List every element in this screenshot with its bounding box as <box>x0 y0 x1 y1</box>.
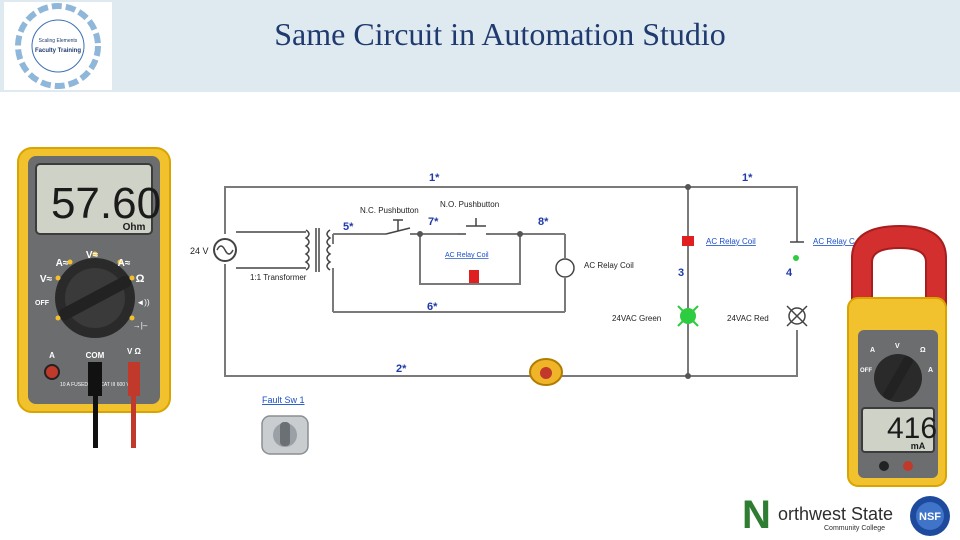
wire-labels: 1* 1* 5* 7* 8* 6* 2* 3 4 <box>343 172 793 375</box>
college-logo-initial: N <box>742 493 771 537</box>
transformer-label: 1:1 Transformer <box>250 273 307 282</box>
probe-red-lead <box>131 396 136 448</box>
dial-label-continuity: ◄)) <box>136 298 150 307</box>
svg-text:Scaling Elements: Scaling Elements <box>39 38 78 44</box>
college-name: orthwest State <box>778 504 893 524</box>
junction-dots <box>417 184 691 379</box>
no-pushbutton-label: N.O. Pushbutton <box>440 200 499 209</box>
clamp-display <box>861 407 935 453</box>
clamp-reading: 416 <box>887 412 937 445</box>
slide-header: Scaling Elements Faculty Training Same C… <box>0 0 960 92</box>
college-sub: Community College <box>824 525 885 532</box>
green-lamp-label: 24VAC Green <box>612 314 661 323</box>
clamp-dial-label-off: OFF <box>860 368 872 374</box>
nsf-logo-text: NSF <box>919 511 941 523</box>
multimeter-display <box>35 163 153 235</box>
nc-pushbutton[interactable] <box>385 219 411 235</box>
no-pushbutton[interactable] <box>458 218 490 235</box>
relay-coil[interactable] <box>555 258 575 278</box>
terminal-note-fuse: 10 A FUSED <box>60 382 88 388</box>
dial-label-ohm: Ω <box>136 273 145 285</box>
clamp-dial-label-a2: A <box>928 367 933 374</box>
dial-label-off: OFF <box>35 300 50 307</box>
wire-label-3: 3 <box>678 267 684 279</box>
circuit-stage: 57.60 Ohm V≈ A≈ A≈ V≈ Ω OFF ◄)) →|– A CO… <box>17 147 950 537</box>
relay-coil-link-red[interactable]: AC Relay C <box>813 237 855 246</box>
wire-label-5: 5* <box>343 221 354 233</box>
terminal-label-com: COM <box>86 351 105 360</box>
red-lamp-label: 24VAC Red <box>727 314 769 323</box>
program-logo: Scaling Elements Faculty Training <box>4 2 112 90</box>
wire-label-8: 8* <box>538 216 549 228</box>
wire-label-2: 2* <box>396 363 407 375</box>
probe-black-plug[interactable] <box>88 362 102 396</box>
clamp-dial-label-a: A <box>870 347 875 354</box>
dial-knob[interactable] <box>57 274 133 322</box>
terminal-a[interactable] <box>44 364 60 380</box>
terminal-label-a: A <box>49 351 55 360</box>
relay-coil-label: AC Relay Coil <box>584 261 634 270</box>
wire-label-1a: 1* <box>429 172 440 184</box>
multimeter-reading: 57.60 <box>51 179 161 228</box>
green-lamp[interactable] <box>677 305 699 327</box>
relay-coil-link-inner[interactable]: AC Relay Coil <box>445 252 489 259</box>
page-title: Same Circuit in Automation Studio <box>274 16 726 52</box>
source-label: 24 V <box>190 246 209 256</box>
probe-red-plug[interactable] <box>128 362 140 396</box>
relay-contact <box>469 270 479 283</box>
nsf-logo: NSF <box>910 496 950 536</box>
dial-label-dcv: V≈ <box>40 274 53 285</box>
relay-coil-link-green[interactable]: AC Relay Coil <box>706 237 756 246</box>
terminal-note-cat: CAT III 600 V <box>100 382 130 388</box>
wire-label-6: 6* <box>427 301 438 313</box>
fault-switch-label[interactable]: Fault Sw 1 <box>262 395 305 405</box>
transformer <box>236 228 332 272</box>
clamp-dial-label-ohm: Ω <box>920 347 926 354</box>
circuit-wiring <box>224 186 798 377</box>
ac-source[interactable] <box>213 238 237 262</box>
clamp-unit: mA <box>911 441 926 451</box>
terminal-label-vohm: V Ω <box>127 347 142 356</box>
clamp-dial-label-v: V <box>895 343 900 350</box>
dial-label-diode: →|– <box>133 321 148 330</box>
dial-label-dca: A≈ <box>118 258 131 269</box>
dial-label-aca: A≈ <box>56 258 69 269</box>
fault-toggle-switch[interactable] <box>261 415 309 455</box>
wire-label-4: 4 <box>786 267 793 279</box>
red-lamp[interactable] <box>786 305 808 327</box>
indicator-dot <box>793 255 799 261</box>
nc-pushbutton-label: N.C. Pushbutton <box>360 206 419 215</box>
relay-contact-green-branch <box>682 236 694 246</box>
clamp-meter: A V Ω OFF A 416 mA <box>847 224 947 487</box>
clamp-terminal-v[interactable] <box>903 461 913 471</box>
multimeter-unit: Ohm <box>123 222 146 233</box>
wire-label-7: 7* <box>428 216 439 228</box>
dial-label-acv: V≈ <box>86 250 99 261</box>
wire-label-1b: 1* <box>742 172 753 184</box>
college-logo: N orthwest State Community College <box>742 493 893 537</box>
svg-text:Faculty Training: Faculty Training <box>35 48 81 54</box>
probe-black-lead <box>93 396 98 448</box>
fault-indicator-icon[interactable] <box>529 358 563 386</box>
clamp-jaw[interactable] <box>851 224 947 307</box>
multimeter: 57.60 Ohm V≈ A≈ A≈ V≈ Ω OFF ◄)) →|– A CO… <box>17 147 171 448</box>
clamp-terminal-com[interactable] <box>879 461 889 471</box>
